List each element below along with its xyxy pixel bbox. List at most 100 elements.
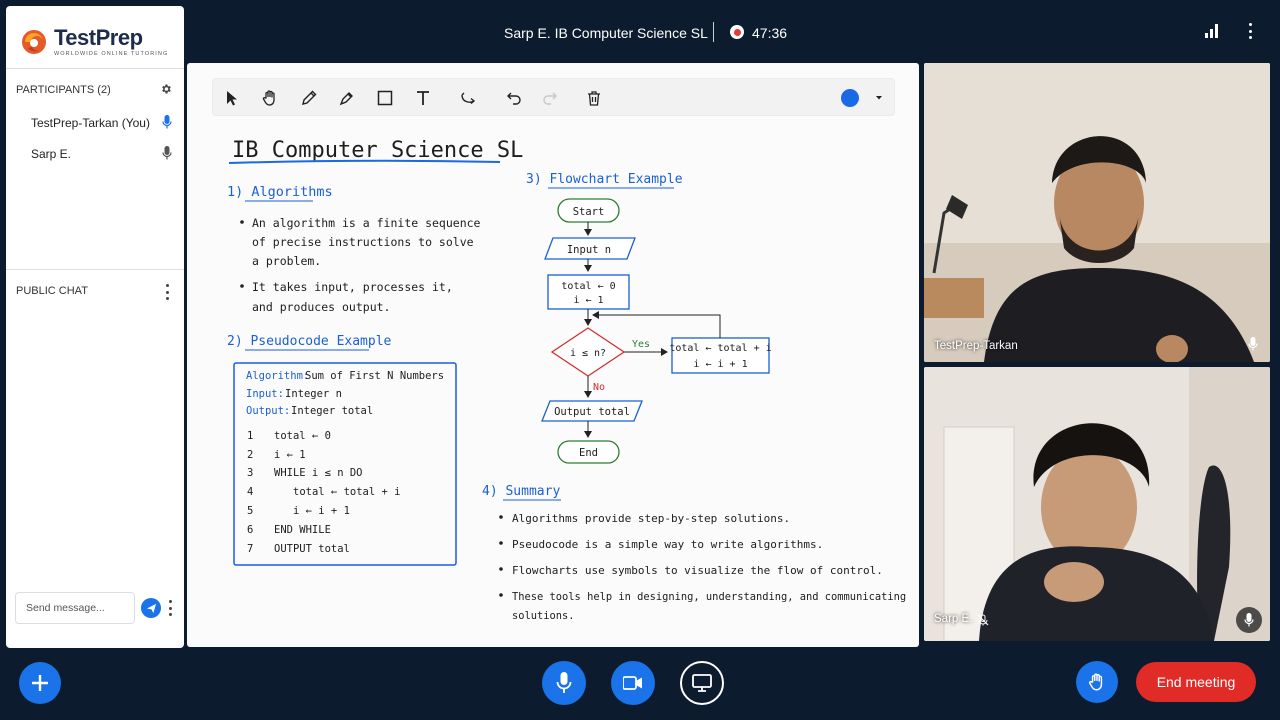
pseudo-meta-key: Input: xyxy=(246,388,284,400)
participants-header: PARTICIPANTS (2) xyxy=(16,84,111,96)
pseudo-meta-value: Integer total xyxy=(291,405,373,417)
chat-menu-icon[interactable] xyxy=(165,284,169,300)
code-line-number: 2 xyxy=(247,449,253,461)
bullet xyxy=(240,284,244,288)
microphone-icon xyxy=(556,672,572,693)
algorithms-text: It takes input, processes it, xyxy=(252,280,453,294)
raise-hand-icon xyxy=(1089,673,1103,691)
flow-end-node xyxy=(557,440,620,464)
settings-gear-icon[interactable] xyxy=(160,83,172,95)
mic-icon[interactable] xyxy=(162,146,172,160)
pseudocode-heading: 2) Pseudocode Example xyxy=(227,334,392,349)
flow-loop-arrow xyxy=(592,311,721,338)
pseudo-meta-key: Algorithm: xyxy=(246,370,309,382)
summary-text: solutions. xyxy=(512,610,575,622)
redo-icon[interactable] xyxy=(541,89,559,107)
whiteboard-canvas: IB Computer Science SL 1) Algorithms An … xyxy=(227,138,906,622)
pen-color-swatch[interactable] xyxy=(841,89,859,107)
code-line: total ← 0 xyxy=(274,430,331,442)
algorithms-text: An algorithm is a finite sequence xyxy=(252,216,481,230)
code-line: i ← 1 xyxy=(274,449,306,461)
participant-name: Sarp E. xyxy=(31,147,72,161)
flow-output-node xyxy=(541,400,643,422)
rectangle-icon[interactable] xyxy=(376,89,394,107)
code-line-number: 3 xyxy=(247,467,253,479)
bullet xyxy=(499,567,503,571)
summary-text: Flowcharts use symbols to visualize the … xyxy=(512,564,883,577)
bullet xyxy=(240,220,244,224)
summary-heading: 4) Summary xyxy=(482,484,560,499)
whiteboard-toolbar xyxy=(212,78,895,116)
code-line-number: 1 xyxy=(247,430,253,442)
logo-name: TestPrep xyxy=(54,25,143,50)
summary-text: Pseudocode is a simple way to write algo… xyxy=(512,538,823,551)
code-line-number: 6 xyxy=(247,524,253,536)
marker-icon[interactable] xyxy=(338,89,356,107)
add-button[interactable] xyxy=(19,662,61,704)
video-camera-icon xyxy=(623,676,642,690)
flow-input-node xyxy=(544,237,636,260)
microphone-button[interactable] xyxy=(542,661,586,705)
pseudo-meta-value: Integer n xyxy=(285,388,342,400)
undo-icon[interactable] xyxy=(505,89,523,107)
divider xyxy=(6,269,184,270)
pseudo-meta-key: Output: xyxy=(246,405,290,417)
chevron-down-icon[interactable] xyxy=(870,89,888,107)
pseudocode-box xyxy=(233,362,457,566)
summary-text: Algorithms provide step-by-step solution… xyxy=(512,512,790,525)
flow-body-label: i ← i + 1 xyxy=(693,359,747,370)
mic-icon xyxy=(1244,613,1254,627)
algorithms-heading: 1) Algorithms xyxy=(227,184,333,200)
logo-tagline: WORLDWIDE ONLINE TUTORING xyxy=(54,51,169,57)
mic-icon[interactable] xyxy=(1248,337,1258,351)
code-line: total ← total + i xyxy=(293,486,400,498)
more-options-icon[interactable] xyxy=(1248,23,1252,39)
chat-input[interactable]: Send message... xyxy=(15,592,135,624)
tile-mic-button[interactable] xyxy=(1236,607,1262,633)
flow-body-node xyxy=(671,337,770,374)
end-meeting-button[interactable]: End meeting xyxy=(1136,662,1256,702)
left-panel: TestPrep WORLDWIDE ONLINE TUTORING PARTI… xyxy=(6,6,184,648)
whiteboard[interactable]: IB Computer Science SL 1) Algorithms An … xyxy=(187,63,919,647)
flow-body-label: total ← total + i xyxy=(669,343,771,354)
connection-signal-icon[interactable] xyxy=(1205,24,1219,38)
send-button[interactable] xyxy=(141,598,161,618)
delete-icon[interactable] xyxy=(585,89,603,107)
flow-start-label: Start xyxy=(573,206,605,218)
mic-muted-icon xyxy=(977,614,989,626)
screen-share-button[interactable] xyxy=(680,661,724,705)
raise-hand-button[interactable] xyxy=(1076,661,1118,703)
monitor-icon xyxy=(692,674,712,692)
camera-button[interactable] xyxy=(611,661,655,705)
bullet xyxy=(499,515,503,519)
meeting-timer: 47:36 xyxy=(752,25,788,41)
algorithms-text: and produces output. xyxy=(252,300,390,314)
plus-icon xyxy=(32,675,48,691)
chat-options-icon[interactable] xyxy=(168,600,172,616)
pointer-icon[interactable] xyxy=(223,89,241,107)
pencil-icon[interactable] xyxy=(300,89,318,107)
logo-icon xyxy=(22,30,46,54)
bullet xyxy=(499,541,503,545)
algorithms-text: of precise instructions to solve xyxy=(252,235,474,249)
title-separator xyxy=(713,22,714,42)
video-tile-sarp[interactable]: Sarp E. xyxy=(924,367,1270,641)
video-tile-tarkan[interactable]: TestPrep-Tarkan xyxy=(924,63,1270,362)
participant-video xyxy=(924,367,1270,641)
participant-video xyxy=(924,63,1270,362)
text-icon[interactable] xyxy=(414,89,432,107)
flow-output-label: Output total xyxy=(554,406,630,418)
video-name-tag: TestPrep-Tarkan xyxy=(934,340,1018,352)
code-line-number: 7 xyxy=(247,543,253,555)
pseudo-meta-value: Sum of First N Numbers xyxy=(305,370,444,382)
mic-active-icon[interactable] xyxy=(162,115,172,129)
connector-icon[interactable] xyxy=(459,89,477,107)
flow-init-label: total ← 0 xyxy=(561,281,615,292)
participant-name: TestPrep-Tarkan (You) xyxy=(31,116,150,130)
video-name-tag: Sarp E. xyxy=(934,613,973,625)
code-line-number: 4 xyxy=(247,486,253,498)
recording-indicator-icon xyxy=(730,25,744,39)
code-line: END WHILE xyxy=(274,524,331,536)
hand-icon[interactable] xyxy=(261,89,279,107)
code-line: i ← i + 1 xyxy=(293,505,350,517)
